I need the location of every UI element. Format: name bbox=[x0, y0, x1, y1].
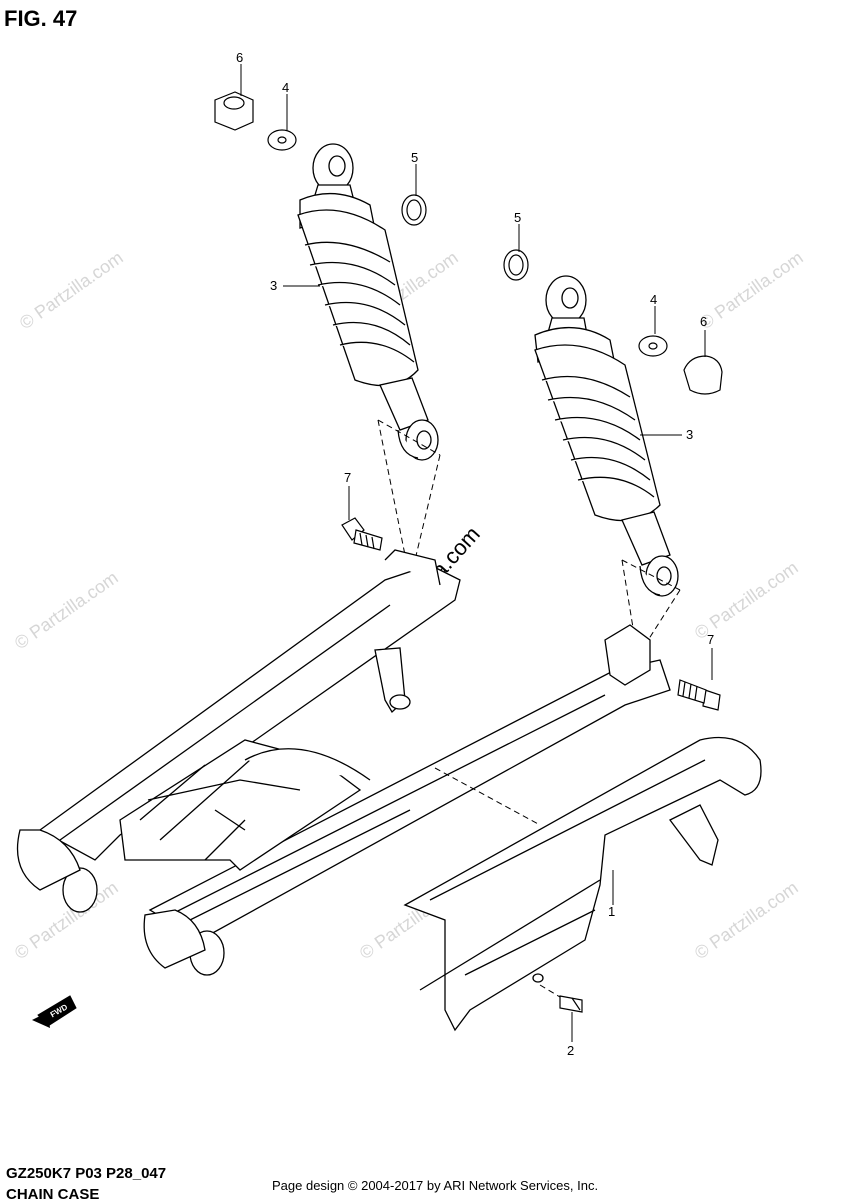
watermark-text: © Partzilla.com bbox=[691, 557, 802, 643]
watermark-text: © Partzilla.com bbox=[16, 247, 127, 333]
guide-lines-left-shock bbox=[377, 419, 441, 561]
callout-4: 4 bbox=[650, 292, 657, 307]
bolt-7-left bbox=[341, 517, 383, 551]
watermark-text: © Partzilla.com bbox=[696, 247, 807, 333]
screw-2 bbox=[559, 995, 583, 1013]
watermark-text: © Partzilla.com bbox=[691, 877, 802, 963]
fwd-arrow-icon: FWD bbox=[32, 995, 77, 1028]
callout-4: 4 bbox=[282, 80, 289, 95]
callout-2: 2 bbox=[567, 1043, 574, 1058]
washer-4-left bbox=[267, 129, 297, 151]
figure-title: FIG. 47 bbox=[4, 6, 78, 31]
washer-5-right bbox=[503, 249, 529, 281]
section-name: CHAIN CASE bbox=[6, 1186, 100, 1203]
callout-6: 6 bbox=[236, 50, 243, 65]
bolt-7-right bbox=[677, 679, 721, 711]
callout-labels: 6 4 5 3 5 4 6 3 7 7 1 2 bbox=[236, 50, 714, 1058]
rear-shock-left bbox=[297, 143, 439, 461]
chain-case bbox=[403, 736, 762, 1032]
rear-shock-right bbox=[534, 275, 679, 597]
callout-5: 5 bbox=[514, 210, 521, 225]
model-code: GZ250K7 P03 P28_047 bbox=[6, 1165, 167, 1182]
callout-3: 3 bbox=[270, 278, 277, 293]
washer-4-right bbox=[638, 335, 668, 357]
page-credit: Page design © 2004-2017 by ARI Network S… bbox=[272, 1178, 599, 1193]
washer-5-left bbox=[401, 194, 427, 226]
swingarm bbox=[16, 549, 671, 976]
leader-lines bbox=[240, 64, 713, 1042]
nut-6-right bbox=[683, 355, 723, 395]
guide-lines-right-shock bbox=[621, 559, 681, 646]
watermark-text: © Partzilla.com bbox=[11, 567, 122, 653]
callout-5: 5 bbox=[411, 150, 418, 165]
callout-6: 6 bbox=[700, 314, 707, 329]
callout-3: 3 bbox=[686, 427, 693, 442]
callout-1: 1 bbox=[608, 904, 615, 919]
callout-7: 7 bbox=[344, 470, 351, 485]
callout-7: 7 bbox=[707, 632, 714, 647]
nut-6-left bbox=[214, 91, 254, 131]
